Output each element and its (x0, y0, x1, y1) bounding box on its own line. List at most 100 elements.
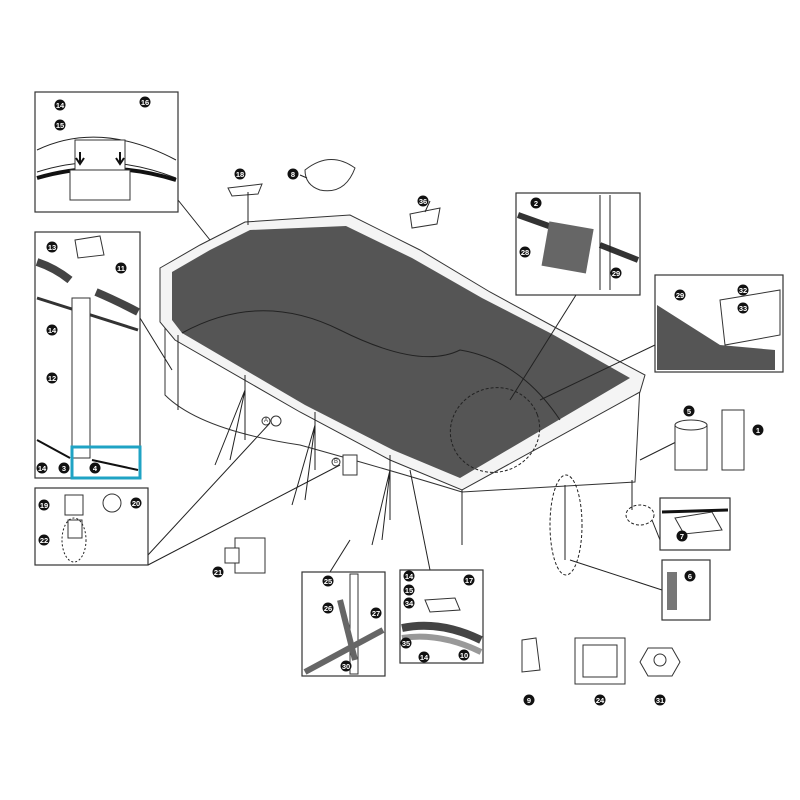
callout-circle (403, 584, 415, 596)
callout-inset-frame-joint-0: 14 (54, 99, 66, 111)
callout-circle (54, 119, 66, 131)
callout-inset-top-rail-1: 15 (403, 584, 415, 596)
callout-circle (89, 462, 101, 474)
callout-inset-frame-joint-2: 16 (139, 96, 151, 108)
callout-right-1: 1 (752, 424, 764, 436)
callout-inset-top-rail-4: 35 (400, 637, 412, 649)
callout-circle (610, 267, 622, 279)
callout-top-2: 36 (417, 195, 429, 207)
inset-liner-hanger (515, 192, 641, 296)
callout-inset-liner-hanger-0: 2 (530, 197, 542, 209)
callout-circle (287, 168, 299, 180)
wall-label-a: A (261, 416, 271, 426)
callout-number: 20 (132, 499, 140, 508)
callout-inset-top-rail-5: 14 (418, 651, 430, 663)
part-1-strip (721, 409, 745, 471)
callout-number: 30 (342, 662, 350, 671)
callout-circle (519, 246, 531, 258)
callout-circle (58, 462, 70, 474)
callout-number: 16 (141, 98, 149, 107)
callout-number: 5 (687, 407, 691, 416)
callout-top-0: 18 (234, 168, 246, 180)
part-36-cap (409, 207, 441, 229)
callout-loose-parts-2: 31 (654, 694, 666, 706)
callout-number: 8 (291, 170, 295, 179)
highlight-box-part-4 (70, 445, 142, 480)
callout-inset-upright-6: 4 (89, 462, 101, 474)
callout-circle (38, 534, 50, 546)
callout-number: 29 (612, 269, 620, 278)
callout-circle (523, 694, 535, 706)
callout-circle (674, 289, 686, 301)
callout-number: 4 (93, 464, 98, 473)
callout-circle (403, 570, 415, 582)
callout-inset-upright-1: 11 (115, 262, 127, 274)
pool-liner (172, 226, 630, 478)
callout-number: 18 (236, 170, 244, 179)
callout-inset-liner-hanger-1: 28 (519, 246, 531, 258)
callout-number: 14 (56, 101, 65, 110)
callout-circle (46, 241, 58, 253)
callout-circle (737, 302, 749, 314)
inset-frame-joint (34, 91, 179, 213)
callout-circle (530, 197, 542, 209)
callout-inset-liner-hanger-2: 29 (610, 267, 622, 279)
part-5-wall-roll (674, 419, 708, 471)
callout-circle (36, 462, 48, 474)
callout-number: 3 (62, 464, 66, 473)
callout-circle (400, 637, 412, 649)
callout-number: 21 (214, 568, 222, 577)
callout-number: 27 (372, 609, 380, 618)
skimmer (342, 454, 358, 476)
callout-pump-0: 21 (212, 566, 224, 578)
callout-number: 26 (324, 604, 332, 613)
callout-inset-valve-2: 22 (38, 534, 50, 546)
callout-number: 15 (56, 121, 64, 130)
callout-number: 34 (405, 599, 414, 608)
callout-inset-top-rail-2: 34 (403, 597, 415, 609)
part-21-pump (224, 537, 266, 574)
callout-inset-top-rail-3: 17 (463, 574, 475, 586)
callout-number: 24 (596, 696, 605, 705)
svg-text:B: B (334, 459, 338, 465)
part-18-corner-cap (227, 183, 263, 197)
callout-inset-brace-2: 27 (370, 607, 382, 619)
part-9-clip (521, 637, 541, 673)
callout-circle (46, 372, 58, 384)
callout-inset-upright-3: 12 (46, 372, 58, 384)
callout-number: 22 (40, 536, 48, 545)
callout-circle (463, 574, 475, 586)
callout-circle (683, 405, 695, 417)
pool: A B (159, 214, 655, 576)
callout-number: 10 (460, 651, 468, 660)
callout-inset-upright-2: 14 (46, 324, 58, 336)
callout-right-0: 5 (683, 405, 695, 417)
callout-circle (212, 566, 224, 578)
callout-inset-liner-edge-2: 33 (737, 302, 749, 314)
callout-number: 12 (48, 374, 56, 383)
callout-circle (38, 499, 50, 511)
callout-inset-top-rail-6: 10 (458, 649, 470, 661)
svg-text:A: A (264, 418, 268, 424)
callout-inset-brace-3: 30 (340, 660, 352, 672)
callout-circle (417, 195, 429, 207)
callout-inset-valve-0: 19 (38, 499, 50, 511)
callout-circle (752, 424, 764, 436)
callout-right-2: 7 (676, 530, 688, 542)
callout-number: 29 (676, 291, 684, 300)
inset-top-rail (399, 569, 484, 664)
callout-number: 35 (402, 639, 410, 648)
callout-number: 33 (739, 304, 747, 313)
callout-inset-upright-5: 3 (58, 462, 70, 474)
inset-liner-edge (654, 274, 784, 373)
callout-circle (322, 575, 334, 587)
callout-circle (403, 597, 415, 609)
callout-circle (139, 96, 151, 108)
detail-circle-liner (449, 387, 541, 473)
callout-number: 14 (405, 572, 414, 581)
callout-loose-parts-1: 24 (594, 694, 606, 706)
inset-wall-patch (659, 497, 731, 551)
callout-number: 32 (739, 286, 747, 295)
callout-inset-liner-edge-0: 29 (674, 289, 686, 301)
